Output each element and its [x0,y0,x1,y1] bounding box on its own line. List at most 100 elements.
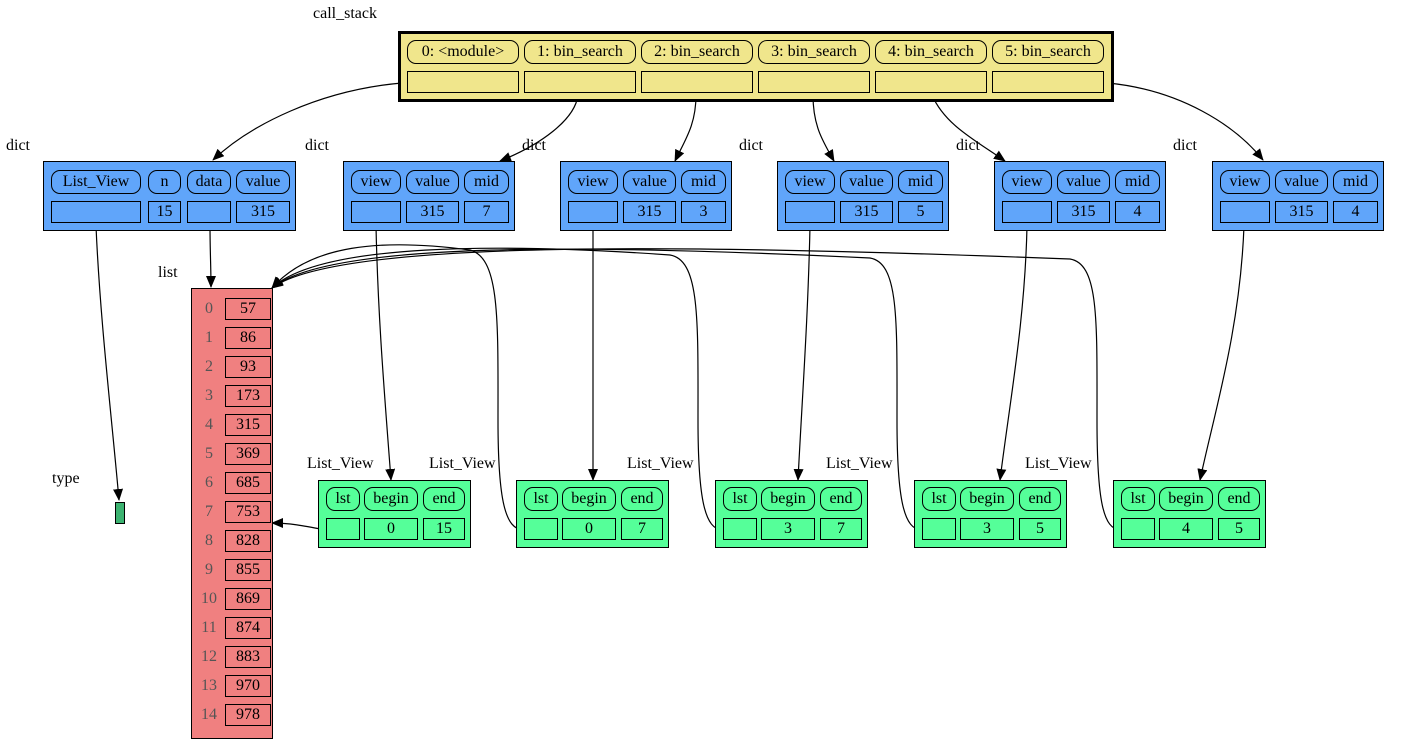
view-value[interactable] [524,518,558,540]
list-label: list [158,264,178,281]
list-index: 14 [201,706,217,723]
view-value[interactable] [723,518,757,540]
list-index: 6 [205,474,213,491]
list-index: 4 [205,416,213,433]
dict-frame-5: view value mid 315 4 [1212,161,1384,231]
view-value: 3 [761,518,815,540]
stack-frame-ref-5[interactable] [992,71,1104,93]
list-item: 685 [225,472,271,494]
list-view-1: lst begin end 0 7 [516,480,669,548]
dict-key: mid [1333,170,1378,194]
view-value: 7 [820,518,862,540]
type-node[interactable] [115,502,125,524]
list-index: 3 [205,387,213,404]
list-index: 0 [205,300,213,317]
type-label: type [52,470,80,487]
view-key: begin [1159,487,1213,511]
list-view-3: lst begin end 3 5 [914,480,1067,548]
list-view-0: lst begin end 0 15 [318,480,471,548]
dict-value[interactable] [187,201,231,223]
edge-dict5-view4 [1197,225,1245,481]
stack-frame-3[interactable]: 3: bin_search [758,40,870,64]
list-item: 828 [225,530,271,552]
edge-dict0-type [95,225,124,501]
dict-label: dict [522,137,546,154]
view-value[interactable] [922,518,956,540]
stack-frame-ref-4[interactable] [875,71,987,93]
dict-value[interactable] [568,201,618,223]
dict-key: value [406,170,459,194]
dict-value: 315 [623,201,676,223]
view-value: 0 [364,518,418,540]
list-index: 10 [201,590,217,607]
list-item: 874 [225,617,271,639]
dict-key: view [785,170,835,194]
dict-key: view [351,170,401,194]
dict-frame-2: view value mid 315 3 [560,161,732,231]
list-view-4: lst begin end 4 5 [1113,480,1266,548]
view-value: 5 [1019,518,1061,540]
stack-frame-ref-2[interactable] [641,71,753,93]
list-view-label: List_View [429,455,496,472]
stack-frame-0[interactable]: 0: <module> [407,40,519,64]
dict-value[interactable] [1002,201,1052,223]
edge-dict1-view0 [375,225,396,481]
view-value: 5 [1218,518,1260,540]
stack-frame-2[interactable]: 2: bin_search [641,40,753,64]
view-key: lst [326,487,360,511]
list-index: 13 [201,677,217,694]
list-index: 7 [205,503,213,520]
view-key: end [621,487,663,511]
list-index: 1 [205,329,213,346]
view-key: lst [922,487,956,511]
edge-view3-list [271,248,923,531]
dict-value[interactable] [1220,201,1270,223]
list-index: 2 [205,358,213,375]
dict-value[interactable] [351,201,401,223]
edge-view2-list [271,247,724,531]
dict-frame-1: view value mid 315 7 [343,161,515,231]
list-item: 315 [225,414,271,436]
stack-frame-5[interactable]: 5: bin_search [992,40,1104,64]
list-item: 970 [225,675,271,697]
list-item: 57 [225,298,271,320]
dict-key: mid [464,170,509,194]
stack-frame-ref-0[interactable] [407,71,519,93]
dict-key: value [840,170,893,194]
list-view-2: lst begin end 3 7 [715,480,868,548]
dict-key: view [1220,170,1270,194]
list-index: 8 [205,532,213,549]
dict-value: 315 [406,201,459,223]
list-item: 883 [225,646,271,668]
dict-label: dict [6,137,30,154]
dict-value: 315 [840,201,893,223]
view-key: begin [364,487,418,511]
stack-frame-ref-3[interactable] [758,71,870,93]
stack-frame-ref-1[interactable] [524,71,636,93]
dict-value[interactable] [51,201,141,223]
list-item: 869 [225,588,271,610]
view-key: lst [723,487,757,511]
view-key: end [423,487,465,511]
dict-label: dict [1173,137,1197,154]
list-index: 11 [201,619,217,636]
view-value: 4 [1159,518,1213,540]
list-item: 855 [225,559,271,581]
edge-frame5-dict5 [1107,82,1264,161]
list-item: 978 [225,704,271,726]
dict-key: view [568,170,618,194]
view-value: 3 [960,518,1014,540]
dict-value[interactable] [785,201,835,223]
stack-frame-1[interactable]: 1: bin_search [524,40,636,64]
edge-view4-list [271,248,1122,531]
stack-frame-4[interactable]: 4: bin_search [875,40,987,64]
edge-frame1-dict1 [499,94,579,162]
view-value[interactable] [1121,518,1155,540]
dict-key: mid [1115,170,1160,194]
list-item: 369 [225,443,271,465]
list-item: 86 [225,327,271,349]
edge-frame4-dict4 [931,94,1006,162]
view-value[interactable] [326,518,360,540]
list-view-label: List_View [307,455,374,472]
